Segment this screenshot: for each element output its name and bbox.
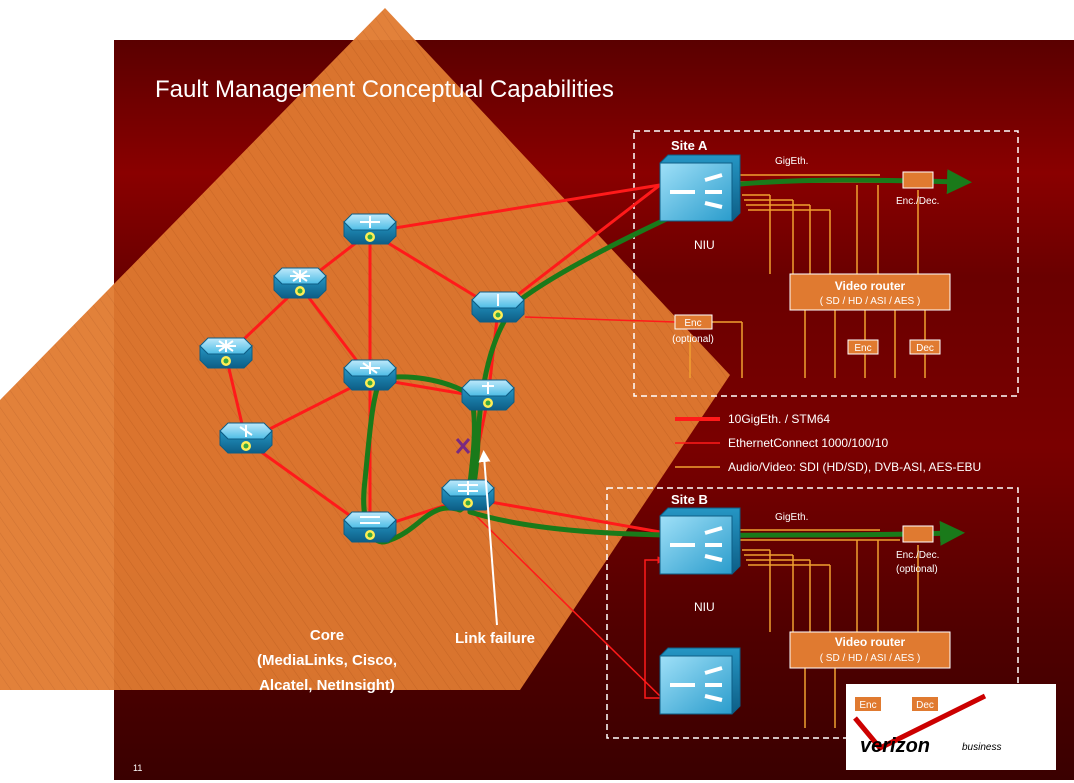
av-lines-site-b <box>735 529 919 728</box>
link-failure-icon <box>455 438 471 454</box>
niu-switch-icon <box>659 154 741 222</box>
site-b-dec: Dec <box>916 700 934 711</box>
dec-box-site-a <box>909 339 941 355</box>
router-icon <box>273 267 327 299</box>
site-b-box <box>606 487 1019 739</box>
router-icon <box>343 213 397 245</box>
router-icon <box>343 511 397 543</box>
site-b-video-router-title: Video router <box>835 635 906 649</box>
legend-label-ethernet: EthernetConnect 1000/100/10 <box>728 436 888 450</box>
site-a-gigeth: GigEth. <box>775 156 808 167</box>
core-label-line3: Alcatel, NetInsight) <box>259 677 395 694</box>
ethernet-links <box>467 316 676 699</box>
site-b-encdec-note: (optional) <box>896 564 938 575</box>
site-b-dec-box <box>912 697 938 711</box>
verizon-logo: verizon business <box>853 693 1001 757</box>
site-a-niu: NIU <box>694 238 715 252</box>
core-label-line2: (MediaLinks, Cisco, <box>257 652 397 669</box>
legend-label-10gig: 10GigEth. / STM64 <box>728 412 830 426</box>
router-icon <box>199 337 253 369</box>
site-a-label: Site A <box>671 138 708 153</box>
logo-panel <box>846 684 1056 770</box>
link-failure-label: Link failure <box>455 630 535 647</box>
core-diamond <box>0 8 730 690</box>
router-icon <box>461 379 515 411</box>
site-a-box <box>633 130 1019 397</box>
router-icon <box>471 291 525 323</box>
site-b-encdec: Enc./Dec. <box>896 550 939 561</box>
encdec-box-site-a <box>902 171 934 189</box>
enc-optional-box <box>674 314 713 330</box>
site-a-dec: Dec <box>916 343 934 354</box>
router-icon <box>441 479 495 511</box>
router-icon <box>219 422 273 454</box>
logo-brand: verizon <box>860 735 930 757</box>
slide-title: Fault Management Conceptual Capabilities <box>155 76 614 103</box>
core-label-line1: Core <box>310 627 344 644</box>
enc-box-site-a <box>847 339 879 355</box>
switch-icon <box>659 647 741 715</box>
core-routers <box>199 213 525 543</box>
encdec-box-site-b <box>902 525 934 543</box>
page-number: 11 <box>133 763 142 773</box>
enc-optional-label: Enc <box>684 318 701 329</box>
logo-suffix: business <box>962 742 1001 753</box>
link-failure-arrow <box>478 450 498 626</box>
site-b-label: Site B <box>671 492 708 507</box>
site-a-encdec: Enc./Dec. <box>896 196 939 207</box>
site-b-gigeth: GigEth. <box>775 512 808 523</box>
site-b-enc-box <box>855 697 881 711</box>
video-router-site-b <box>789 631 951 669</box>
site-a-video-router-sub: ( SD / HD / ASI / AES ) <box>820 296 921 307</box>
router-icon <box>343 359 397 391</box>
site-b-niu: NIU <box>694 600 715 614</box>
legend-label-av: Audio/Video: SDI (HD/SD), DVB-ASI, AES-E… <box>728 460 981 474</box>
site-a-video-router-title: Video router <box>835 279 906 293</box>
video-router-site-a <box>789 273 951 311</box>
site-b-video-router-sub: ( SD / HD / ASI / AES ) <box>820 653 921 664</box>
site-a-enc: Enc <box>854 343 871 354</box>
enc-optional-note: (optional) <box>672 334 714 345</box>
site-b-enc: Enc <box>859 700 876 711</box>
niu-switch-icon <box>659 507 741 575</box>
